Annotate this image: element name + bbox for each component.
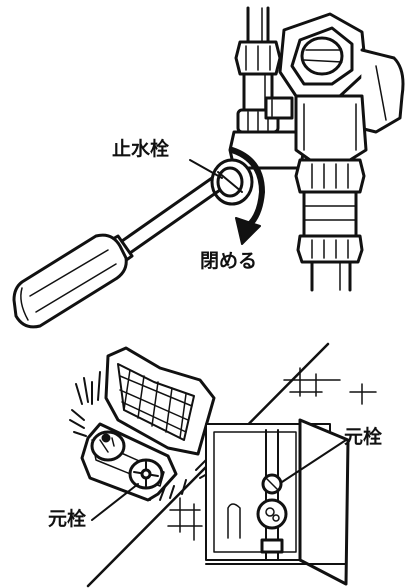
faucet-assembly — [228, 6, 405, 292]
main-valve-cabinet-leader — [281, 439, 347, 483]
main-valve-ground-label: 元栓 — [48, 508, 87, 530]
meter-box-ground — [69, 346, 216, 502]
stop-valve-slot — [210, 158, 254, 206]
main-valve-cabinet-label: 元栓 — [344, 426, 383, 448]
stop-valve-label: 止水栓 — [112, 138, 170, 160]
meter-cabinet — [167, 367, 377, 586]
screwdriver — [12, 176, 222, 329]
close-label: 閉める — [200, 250, 258, 272]
stop-valve-leader — [189, 159, 223, 179]
main-valve-ground-leader — [91, 483, 139, 521]
close-direction-arrow — [229, 147, 265, 245]
